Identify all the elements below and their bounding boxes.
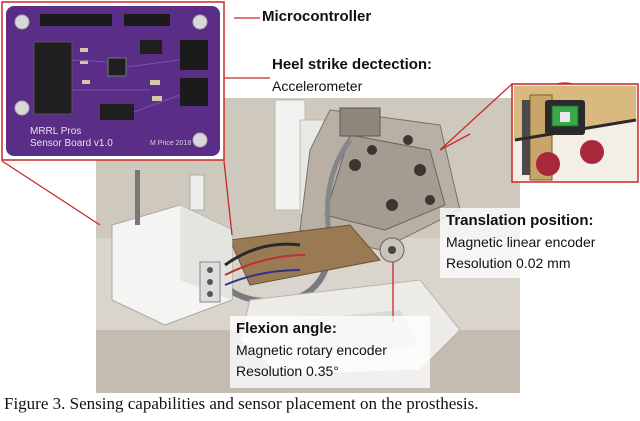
board-silkscreen-credit: M Price 2018 xyxy=(150,140,192,147)
label-flexion-title: Flexion angle: xyxy=(236,320,337,337)
label-flexion-detail1: Magnetic rotary encoder xyxy=(236,342,387,358)
label-microcontroller: Microcontroller xyxy=(262,8,372,25)
label-translation-title: Translation position: xyxy=(446,212,594,229)
label-flexion-detail2: Resolution 0.35° xyxy=(236,363,339,379)
label-heel-strike-detail: Accelerometer xyxy=(272,78,363,94)
sensor-board-inset xyxy=(1,1,225,161)
figure-caption: Figure 3. Sensing capabilities and senso… xyxy=(4,394,479,413)
label-heel-strike-title: Heel strike dectection: xyxy=(272,56,433,73)
label-translation-detail1: Magnetic linear encoder xyxy=(446,234,596,250)
label-flexion-backdrop xyxy=(230,316,430,388)
board-silkscreen-line2: Sensor Board v1.0 xyxy=(30,138,113,149)
sensor-enclosure xyxy=(111,170,233,326)
board-silkscreen-line1: MRRL Pros xyxy=(30,126,82,137)
label-translation-detail2: Resolution 0.02 mm xyxy=(446,255,571,271)
label-translation-backdrop xyxy=(440,208,624,278)
cad-inset xyxy=(511,83,639,183)
